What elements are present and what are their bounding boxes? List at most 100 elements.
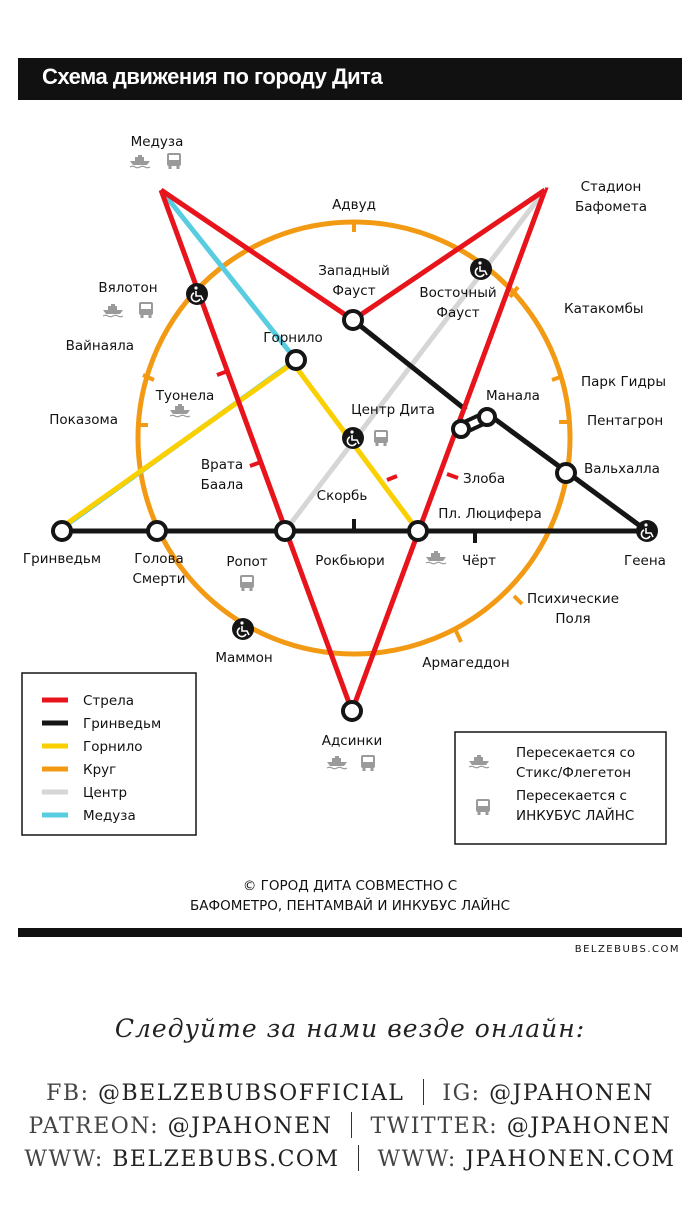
follow-heading: Следуйте за нами везде онлайн: xyxy=(114,1014,586,1043)
credits: © ГОРОД ДИТА СОВМЕСТНО С БАФОМЕТРО, ПЕНТ… xyxy=(0,876,700,916)
label-manala: Манала xyxy=(486,388,540,404)
station-adsinki[interactable] xyxy=(341,700,363,722)
label-stadion-2: Бафомета xyxy=(575,199,647,215)
fb-handle[interactable]: @BELZEBUBSOFFICIAL xyxy=(97,1081,405,1106)
bus-icon xyxy=(139,302,153,318)
label-chert: Чёрт xyxy=(462,553,496,569)
station-zapadny-faust[interactable] xyxy=(342,309,364,331)
divider xyxy=(350,1112,352,1138)
social-line-1: FB: @BELZEBUBSOFFICIAL IG: @JPAHONEN xyxy=(0,1079,700,1106)
station-manala-b[interactable] xyxy=(477,407,497,427)
legend-label: Центр xyxy=(83,785,127,801)
label-zapadny-1: Западный xyxy=(318,263,390,279)
ferry-icon xyxy=(425,550,447,565)
label-vrata-2: Баала xyxy=(201,477,244,493)
label-advud: Адвуд xyxy=(332,197,376,213)
ferry-icon xyxy=(129,154,151,169)
credits-line-1: © ГОРОД ДИТА СОВМЕСТНО С xyxy=(242,878,458,894)
ig-label: IG: xyxy=(442,1081,481,1106)
station-vyaloton[interactable] xyxy=(186,283,208,305)
ferry-icon xyxy=(102,303,124,318)
twitter-handle[interactable]: @JPAHONEN xyxy=(506,1114,672,1139)
bus-icon xyxy=(167,153,181,169)
station-golova-smerti[interactable] xyxy=(146,520,168,542)
line-meduza xyxy=(159,188,298,362)
stations xyxy=(51,309,577,722)
station-ropot[interactable] xyxy=(274,520,296,542)
legend-label: Горнило xyxy=(83,739,143,755)
label-vostochny-2: Фауст xyxy=(436,305,479,321)
ig-handle[interactable]: @JPAHONEN xyxy=(489,1081,654,1106)
bus-icon xyxy=(374,430,388,446)
transfer-incubus-2: ИНКУБУС ЛАЙНС xyxy=(516,806,634,824)
metro-map: Медуза Стадион Бафомета Адвуд Западный Ф… xyxy=(21,134,667,845)
label-vainayala: Вайнаяла xyxy=(66,338,134,354)
label-centr-dita: Центр Дита xyxy=(351,402,435,418)
label-ropot: Ропот xyxy=(226,554,267,570)
label-vrata-1: Врата xyxy=(201,457,243,473)
label-zloba: Злоба xyxy=(463,471,505,487)
station-geena[interactable] xyxy=(636,520,658,542)
fb-label: FB: xyxy=(46,1081,90,1106)
map-title: Схема движения по городу Дита xyxy=(42,64,383,89)
credits-line-2: БАФОМЕТРО, ПЕНТАМВАЙ И ИНКУБУС ЛАЙНС xyxy=(189,898,511,914)
transfer-incubus-1: Пересекается с xyxy=(516,788,627,804)
station-valhalla[interactable] xyxy=(555,462,577,484)
label-psihicheskie-2: Поля xyxy=(555,611,590,627)
bus-icon xyxy=(361,755,375,771)
label-adsinki: Адсинки xyxy=(322,733,383,749)
label-golova-1: Голова xyxy=(134,551,184,567)
krug-ticks xyxy=(137,220,570,643)
station-centr-dita[interactable] xyxy=(342,427,364,449)
label-rokbyuri: Рокбьюри xyxy=(315,553,385,569)
wheelchair-icon xyxy=(640,523,654,540)
station-pl-lucifera[interactable] xyxy=(407,520,429,542)
site-url[interactable]: BELZEBUBS.COM xyxy=(574,944,680,955)
label-meduza: Медуза xyxy=(131,134,184,150)
station-manala-a[interactable] xyxy=(451,419,471,439)
label-zapadny-2: Фауст xyxy=(332,283,375,299)
ferry-icon xyxy=(326,755,348,770)
www-belzebubs-link[interactable]: BELZEBUBS.COM xyxy=(112,1147,340,1172)
label-golova-2: Смерти xyxy=(132,571,185,587)
label-park-gidry: Парк Гидры xyxy=(581,374,666,390)
title-bar: Схема движения по городу Дита xyxy=(18,58,682,100)
station-mammon[interactable] xyxy=(232,618,254,640)
patreon-handle[interactable]: @JPAHONEN xyxy=(167,1114,333,1139)
divider xyxy=(357,1145,359,1171)
station-gornilo[interactable] xyxy=(285,349,307,371)
legend-label: Медуза xyxy=(83,808,136,824)
station-grinvedm[interactable] xyxy=(51,520,73,542)
label-psihicheskie-1: Психические xyxy=(527,591,619,607)
accessible-stations xyxy=(186,258,658,640)
label-tuonela: Туонела xyxy=(155,388,215,404)
bus-icon xyxy=(240,575,254,591)
label-stadion-1: Стадион xyxy=(581,179,642,195)
label-grinvedm: Гринведьм xyxy=(23,551,101,567)
label-skorb: Скорбь xyxy=(317,488,368,504)
label-mammon: Маммон xyxy=(215,650,272,666)
label-valhalla: Вальхалла xyxy=(584,461,660,477)
label-vostochny-1: Восточный xyxy=(419,285,496,301)
bottom-bar xyxy=(18,928,682,937)
wheelchair-icon xyxy=(190,286,204,303)
www-jpahonen-link[interactable]: JPAHONEN.COM xyxy=(465,1147,676,1172)
twitter-label: TWITTER: xyxy=(370,1114,499,1139)
label-pentagron: Пентагрон xyxy=(587,413,663,429)
grinvedm-ticks xyxy=(352,519,477,543)
station-vostochny-faust[interactable] xyxy=(470,258,492,280)
label-armageddon: Армагеддон xyxy=(422,655,509,671)
wheelchair-icon xyxy=(236,621,250,638)
transfer-styx-1: Пересекается со xyxy=(516,745,635,761)
label-vyaloton: Вялотон xyxy=(98,280,157,296)
line-centr xyxy=(283,188,547,533)
line-gornilo xyxy=(60,359,421,533)
www-label: WWW: xyxy=(377,1147,457,1172)
label-katakomby: Катакомбы xyxy=(564,301,644,317)
label-pokazoma: Показома xyxy=(49,412,118,428)
ferry-icon xyxy=(169,403,191,418)
strela-ticks xyxy=(216,369,459,482)
wheelchair-icon xyxy=(346,430,360,447)
legend-label: Круг xyxy=(83,762,116,778)
